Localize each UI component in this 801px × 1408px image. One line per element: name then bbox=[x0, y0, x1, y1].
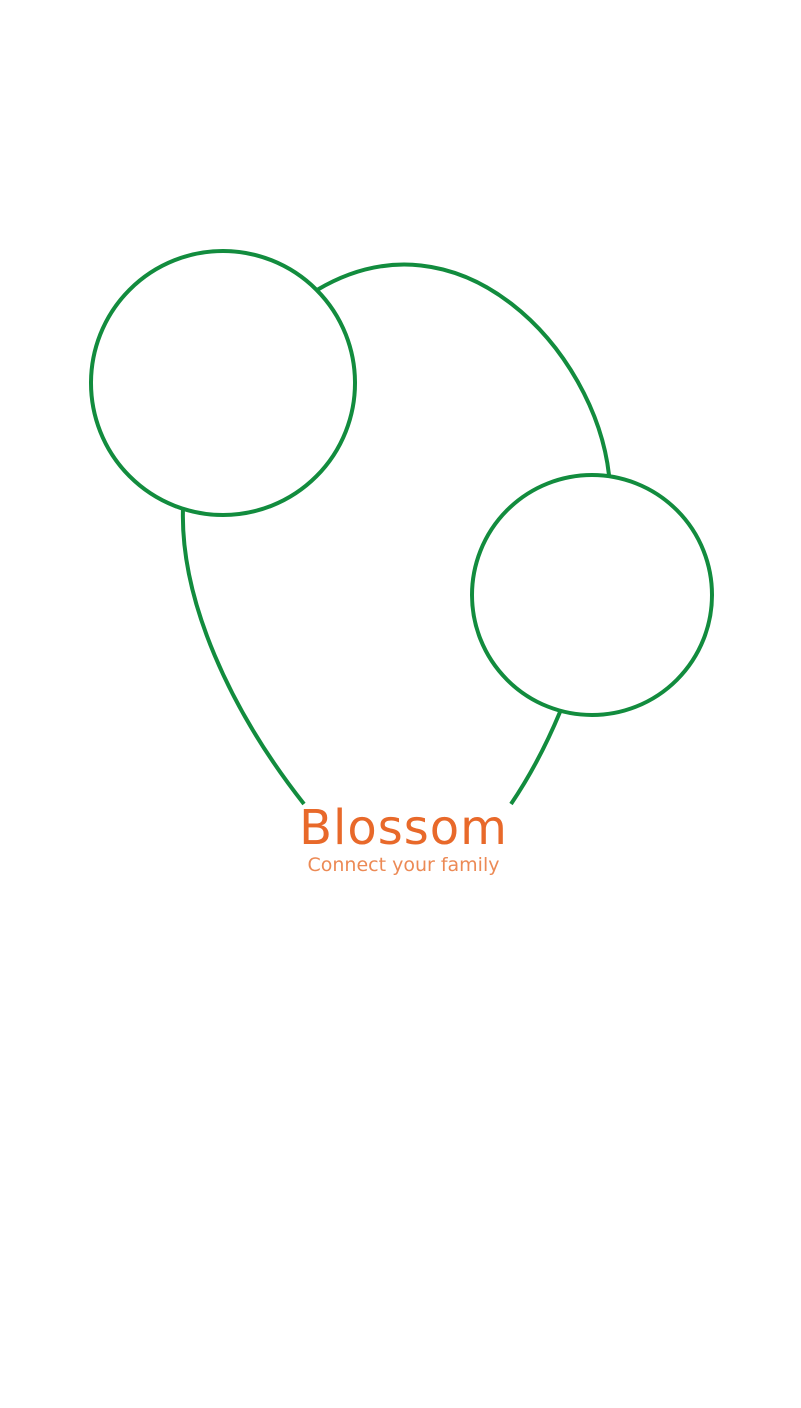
logo-circle-left bbox=[89, 249, 357, 517]
logo-arc-right bbox=[509, 711, 562, 806]
logo-arc-top bbox=[315, 262, 611, 476]
brand-block: Blossom Connect your family bbox=[0, 800, 801, 876]
app-name: Blossom bbox=[299, 800, 508, 856]
logo-circle-right bbox=[470, 473, 714, 717]
logo-arc-left bbox=[180, 507, 306, 806]
logo-strokes bbox=[89, 249, 714, 806]
app-tagline: Connect your family bbox=[307, 854, 500, 876]
